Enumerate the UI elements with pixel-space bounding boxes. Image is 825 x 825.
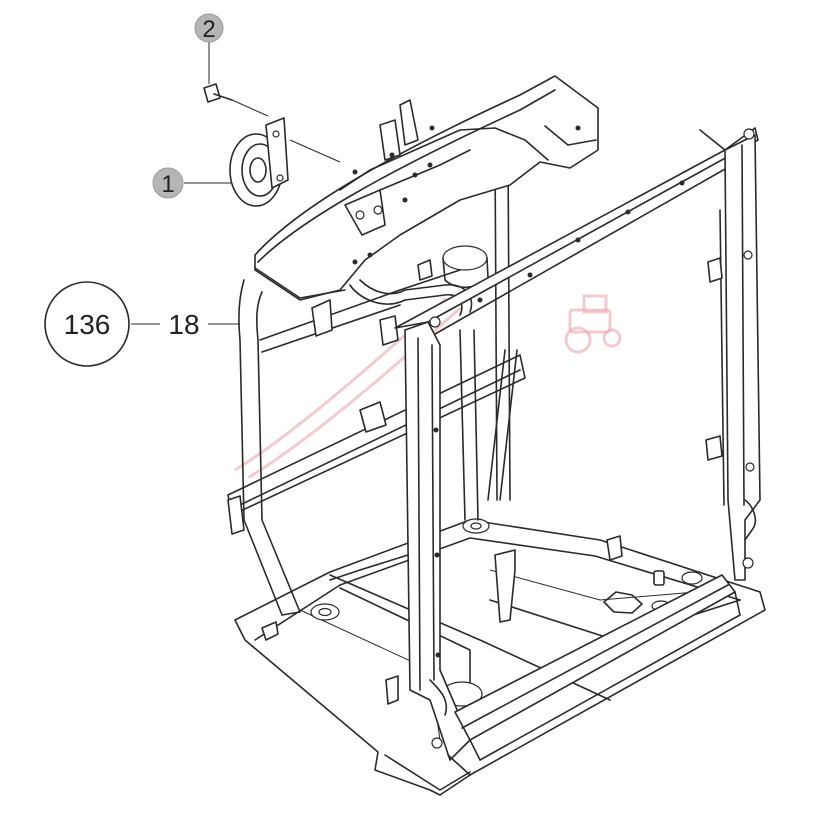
callout-2-label: 2 bbox=[202, 16, 215, 43]
top-canopy bbox=[254, 75, 599, 346]
base-plate bbox=[234, 518, 766, 796]
front-frame bbox=[394, 127, 761, 776]
bolt-part bbox=[203, 83, 269, 117]
callout-136-18: 136 18 bbox=[44, 281, 240, 367]
callout-18-label: 18 bbox=[168, 309, 199, 340]
callout-1: 1 bbox=[152, 167, 232, 199]
callout-136-label: 136 bbox=[64, 309, 111, 340]
callout-1-label: 1 bbox=[161, 171, 174, 198]
left-roll-bar bbox=[238, 279, 301, 616]
tractor-watermark-icon bbox=[564, 294, 622, 354]
horn-part bbox=[229, 117, 341, 207]
callout-2: 2 bbox=[194, 13, 224, 84]
